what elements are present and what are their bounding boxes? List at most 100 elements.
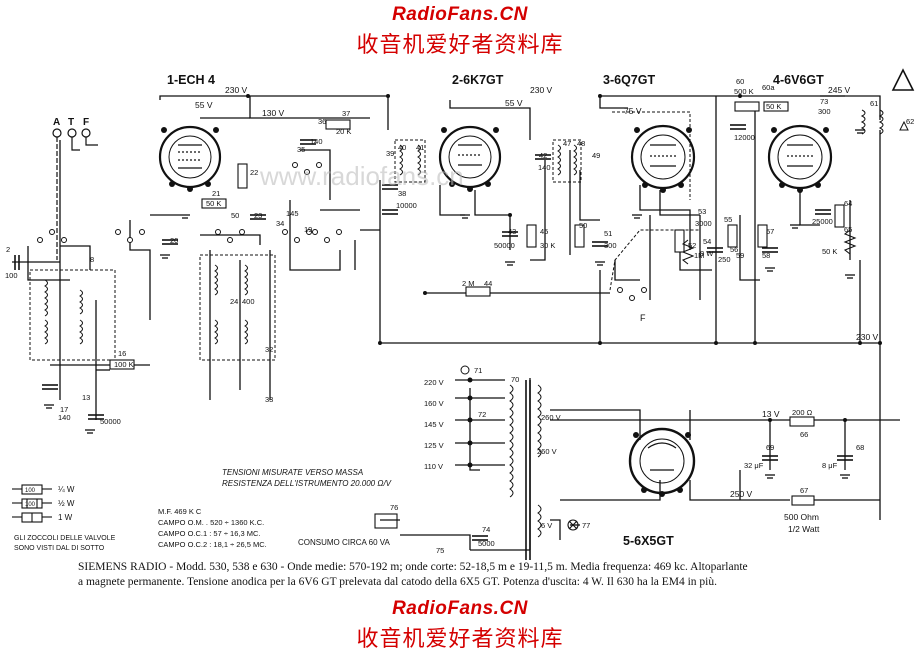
lbl-c33: 33 <box>265 395 273 404</box>
lbl-r30k: 30 K <box>540 241 555 250</box>
lbl-r250: 250 <box>718 255 731 264</box>
lbl-t74: 74 <box>482 525 490 534</box>
rail-13v: 13 V <box>762 409 780 419</box>
lbl-r50k: 50 K <box>206 199 221 208</box>
lbl-c50: 50 <box>231 211 239 220</box>
rail-55v-b: 55 V <box>505 98 523 108</box>
rail-245v: 245 V <box>828 85 851 95</box>
tube-label-2: 2-6K7GT <box>452 73 504 87</box>
lbl-tap-125: 125 V <box>424 441 444 450</box>
lbl-tap-110: 110 V <box>424 462 443 471</box>
band-oc2: CAMPO O.C.2 : 18,1 ÷ 26,5 MC. <box>158 540 267 549</box>
lbl-c49: 49 <box>592 151 600 160</box>
lbl-tap-145: 145 V <box>424 420 444 429</box>
lbl-t70: 70 <box>511 375 519 384</box>
lbl-c19: 19 <box>304 225 312 234</box>
lbl-c8: 8 <box>90 255 94 264</box>
lbl-c40: 40 <box>398 143 406 152</box>
lbl-c73: 73 <box>820 97 828 106</box>
lbl-c5000: 5000 <box>478 539 495 548</box>
lbl-r67: 67 <box>800 486 808 495</box>
lbl-c47: 47 <box>563 139 571 148</box>
watermark-chinese-bottom: 收音机爱好者资料库 <box>356 626 564 651</box>
terminal-f: F <box>83 117 89 128</box>
lbl-c35: 35 <box>297 145 305 154</box>
lbl-t75: 75 <box>436 546 444 555</box>
measure-note-2: RESISTENZA DELL'ISTRUMENTO 20.000 Ω/V <box>222 479 392 488</box>
lbl-c50000a: 50000 <box>100 417 121 426</box>
tube-label-3: 3-6Q7GT <box>603 73 655 87</box>
lbl-c48: 48 <box>577 139 585 148</box>
lbl-c45: 45 <box>540 227 548 236</box>
lbl-c64: 64 <box>844 199 852 208</box>
lbl-r66: 66 <box>800 430 808 439</box>
lbl-c53: 53 <box>698 207 706 216</box>
lbl-c21: 21 <box>212 189 220 198</box>
rail-230v-2: 230 V <box>530 85 553 95</box>
lbl-tap-220: 220 V <box>424 378 444 387</box>
lbl-c25000: 25000 <box>812 217 833 226</box>
schematic-caption: SIEMENS RADIO - Modd. 530, 538 e 630 - O… <box>78 560 888 590</box>
rail-250v: 250 V <box>730 489 753 499</box>
watermark-bottom: RadioFans.CN 收音机爱好者资料库 <box>0 598 920 653</box>
lbl-c140: 140 <box>58 413 71 422</box>
lbl-c8w: 8 W <box>700 249 714 258</box>
lbl-c10000: 10000 <box>396 201 417 210</box>
lbl-r2m: 2 M <box>462 279 475 288</box>
lbl-r22: 22 <box>250 168 258 177</box>
rail-55v-a: 55 V <box>195 100 213 110</box>
watermark-site-bottom: RadioFans.CN <box>392 598 528 619</box>
lbl-c34: 34 <box>276 219 284 228</box>
rail-130v: 130 V <box>262 108 285 118</box>
faint-watermark: www.radiofans.cn <box>259 161 464 191</box>
rail-75v: 75 V <box>624 106 642 116</box>
lbl-c20: 20 <box>170 236 178 245</box>
lbl-tap-160: 160 V <box>424 399 444 408</box>
lbl-c59: 59 <box>736 251 744 260</box>
lbl-c17: 17 <box>60 405 68 414</box>
lbl-r16: 16 <box>118 349 126 358</box>
lbl-c56: 56 <box>730 245 738 254</box>
lbl-t71: 71 <box>474 366 482 375</box>
lbl-c38: 38 <box>398 189 406 198</box>
lbl-r57: 57 <box>766 227 774 236</box>
lbl-r1m: 1M <box>694 251 704 260</box>
lbl-c12000: 12000 <box>734 133 755 142</box>
lbl-c50k: 50 <box>579 221 587 230</box>
lbl-c50000b: 50000 <box>494 241 515 250</box>
lbl-r3000: 3000 <box>695 219 712 228</box>
lbl-c62: 62 <box>906 117 914 126</box>
band-oc1: CAMPO O.C.1 : 57 ÷ 16,3 MC. <box>158 529 260 538</box>
lbl-r500k: 500 K <box>734 87 754 96</box>
lbl-switch-f: F <box>640 313 646 323</box>
legend-note-2: SONO VISTI DAL DI SOTTO <box>14 545 105 552</box>
lbl-l77: 77 <box>582 521 590 530</box>
terminal-t: T <box>68 117 74 128</box>
lbl-r37: 37 <box>342 109 350 118</box>
watermark-top: RadioFans.CN 收音机爱好者资料库 <box>0 4 920 59</box>
lbl-c54: 54 <box>703 237 711 246</box>
lbl-v260b: 260 V <box>541 413 561 422</box>
rail-230v-bottom: 230 V <box>856 332 879 342</box>
lbl-t76: 76 <box>390 503 398 512</box>
legend-r100b: 100 <box>25 502 36 508</box>
lbl-c300: 300 <box>604 241 617 250</box>
lbl-c42: 42 <box>539 151 547 160</box>
terminal-a: A <box>53 117 60 128</box>
lbl-c145: 145 <box>286 209 299 218</box>
consumption-note: CONSUMO CIRCA 60 VA <box>298 538 391 547</box>
lbl-c39: 39 <box>386 149 394 158</box>
lbl-c13: 13 <box>82 393 90 402</box>
lbl-r44: 44 <box>484 279 492 288</box>
legend-note-1: GLI ZOCCOLI DELLE VALVOLE <box>14 535 116 542</box>
measure-note-1: TENSIONI MISURATE VERSO MASSA <box>222 468 363 477</box>
lbl-c60: 60 <box>736 77 744 86</box>
lbl-r50ka: 50 K <box>766 102 781 111</box>
legend-half-watt: ½ W <box>58 499 75 508</box>
lbl-r200ohm: 200 Ω <box>792 408 813 417</box>
lbl-c100: 100 <box>5 271 18 280</box>
lbl-c32uf: 32 μF <box>744 461 764 470</box>
legend-quarter-watt: ¼ W <box>58 485 75 494</box>
